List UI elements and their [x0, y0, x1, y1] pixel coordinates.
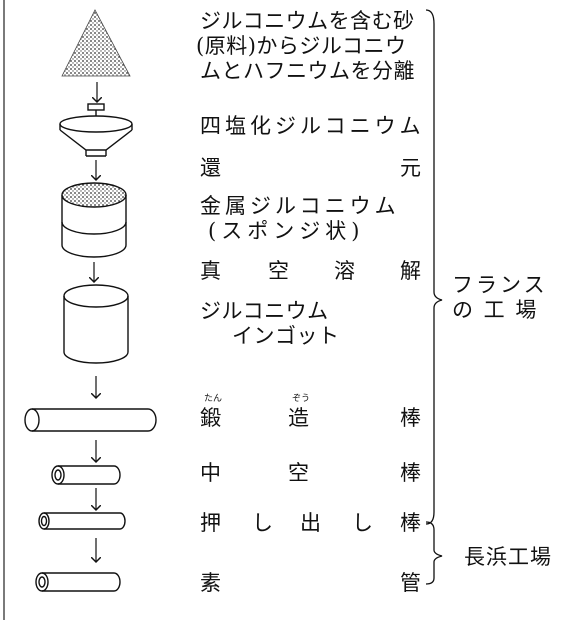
nagahama-brace: [425, 521, 443, 585]
step-ingot-line2: インゴット: [232, 324, 340, 348]
step-vacuum-2: 空: [268, 259, 290, 283]
step-reduction-right: 元: [400, 156, 422, 180]
ingot-cylinder-icon: [63, 284, 129, 364]
step-ingot-line1: ジルコニウム: [200, 299, 329, 323]
step-vacuum-1: 真: [200, 259, 222, 283]
step-forged-1: 鍛: [200, 406, 222, 430]
step-raw-sand-line2: (原料)からジルコニウ: [196, 34, 407, 58]
step-zrcl4: 四塩化ジルコニウム: [200, 114, 425, 138]
ruby-tan: たん: [204, 394, 223, 404]
step-vacuum-4: 解: [400, 259, 422, 283]
forged-bar-icon: [24, 408, 157, 432]
ruby-zou: ぞう: [292, 394, 311, 404]
step-hollow-3: 棒: [400, 461, 422, 485]
step-extrude-1: 押: [200, 511, 222, 535]
step-extrude-2: し: [252, 511, 274, 535]
tube-icon: [35, 572, 121, 592]
step-hollow-2: 空: [288, 461, 310, 485]
step-hollow-1: 中: [200, 461, 222, 485]
step-forged-3: 棒: [400, 406, 422, 430]
group-france-line2: の 工 場: [452, 298, 539, 322]
step-forged-2: 造: [288, 406, 310, 430]
step-vacuum-3: 溶: [334, 259, 356, 283]
sand-pile-icon: [61, 9, 131, 77]
extruded-bar-icon: [38, 512, 126, 530]
group-nagahama: 長浜工場: [464, 545, 552, 569]
step-raw-sand-line3: ムとハフニウムを分離: [200, 59, 415, 83]
step-reduction-left: 還: [200, 156, 222, 180]
hollow-bar-icon: [51, 465, 121, 485]
step-extrude-5: 棒: [400, 511, 422, 535]
step-extrude-4: し: [352, 511, 374, 535]
step-extrude-3: 出: [300, 511, 322, 535]
group-france-line1: フランス: [452, 273, 548, 297]
france-brace: [425, 9, 443, 525]
reactor-vessel-icon: [59, 103, 133, 157]
step-tube-1: 素: [200, 571, 222, 595]
step-raw-sand-line1: ジルコニウムを含む砂: [200, 9, 415, 33]
step-metal-zr-line2: (スポンジ状): [208, 219, 365, 243]
sponge-cylinder-icon: [61, 182, 127, 258]
step-tube-2: 管: [400, 571, 422, 595]
step-metal-zr-line1: 金属ジルコニウム: [200, 194, 400, 218]
